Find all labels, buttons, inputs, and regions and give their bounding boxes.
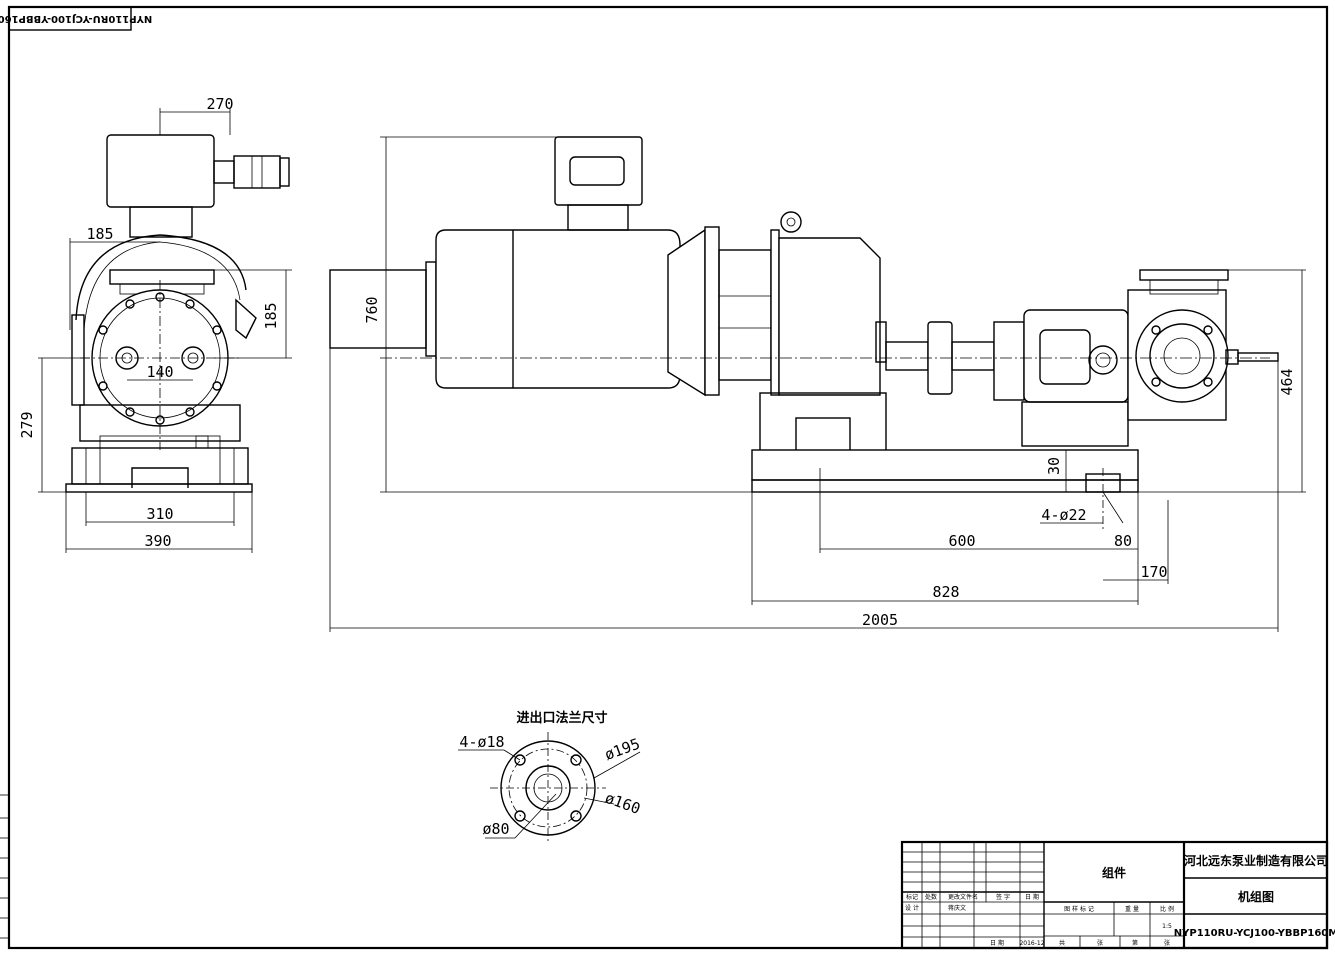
tb-total: 共	[1059, 939, 1065, 947]
drawing-border	[7, 5, 1329, 950]
title-block: 标记 处数 更改文件名 签 字 日 期 设 计 蒋庆文 日 期 2016-12 …	[900, 840, 1335, 950]
dim-828: 828	[932, 583, 959, 601]
flange-outer-dia: ø195	[602, 735, 642, 764]
tb-change-doc: 更改文件名	[948, 893, 978, 901]
tb-drawing-code: NYP110RU-YCJ100-YBBP160M	[1174, 928, 1335, 939]
tb-part-name: 组件	[1102, 865, 1126, 880]
left-margin-ticks	[0, 794, 9, 939]
dim-310: 310	[146, 505, 173, 523]
tb-weight: 重 量	[1125, 905, 1139, 913]
front-view-dimensions: 760 464 30 4-ø22 600 80 170 828 2005	[329, 136, 1306, 632]
dim-185-left: 185	[86, 225, 113, 243]
tb-count: 处数	[925, 893, 937, 901]
dim-185-right: 185	[262, 302, 280, 329]
dim-170: 170	[1140, 563, 1167, 581]
side-view-dimensions: 270 185 185 140 279 310 390	[18, 95, 292, 553]
flange-title: 进出口法兰尺寸	[516, 710, 607, 726]
tb-mark: 标记	[906, 893, 918, 901]
dim-270: 270	[206, 95, 233, 113]
tb-stage-mark: 图 样 标 记	[1064, 905, 1094, 913]
tb-sign: 签 字	[996, 893, 1010, 901]
tb-designer: 蒋庆文	[948, 904, 966, 912]
tb-drawing-title: 机组图	[1238, 889, 1274, 904]
dim-30: 30	[1045, 457, 1063, 475]
dim-80: 80	[1114, 532, 1132, 550]
tb-ratio: 比 例	[1160, 905, 1174, 913]
flange-detail: 进出口法兰尺寸 4-ø18 ø195 ø160 ø80	[458, 710, 643, 844]
tb-date: 2016-12	[1019, 940, 1044, 947]
dim-600: 600	[948, 532, 975, 550]
code-box	[8, 6, 132, 31]
tb-dt: 日 期	[1025, 893, 1039, 901]
dim-279: 279	[18, 411, 36, 438]
tb-page: 第	[1132, 939, 1138, 947]
tb-scale: 1:5	[1162, 923, 1172, 930]
rotated-drawing-code: NYP110RU-YCJ100-YBBP160M	[0, 13, 152, 24]
tb-design: 设 计	[905, 904, 919, 912]
dim-390: 390	[144, 532, 171, 550]
tb-company: 河北远东泵业制造有限公司	[1183, 853, 1328, 868]
flange-pcd: ø160	[603, 789, 643, 818]
dim-760: 760	[363, 296, 381, 323]
dim-140: 140	[146, 363, 173, 381]
dim-2005: 2005	[862, 611, 898, 629]
tb-sheets: 张	[1097, 939, 1103, 947]
flange-holes: 4-ø18	[459, 733, 504, 751]
tb-sheet-n: 张	[1164, 939, 1170, 947]
dim-464: 464	[1278, 368, 1296, 395]
flange-bore: ø80	[482, 820, 509, 838]
front-view	[329, 136, 1279, 530]
side-view	[65, 134, 290, 493]
bolt-holes-callout: 4-ø22	[1041, 506, 1086, 524]
tb-date-label: 日 期	[990, 939, 1004, 947]
